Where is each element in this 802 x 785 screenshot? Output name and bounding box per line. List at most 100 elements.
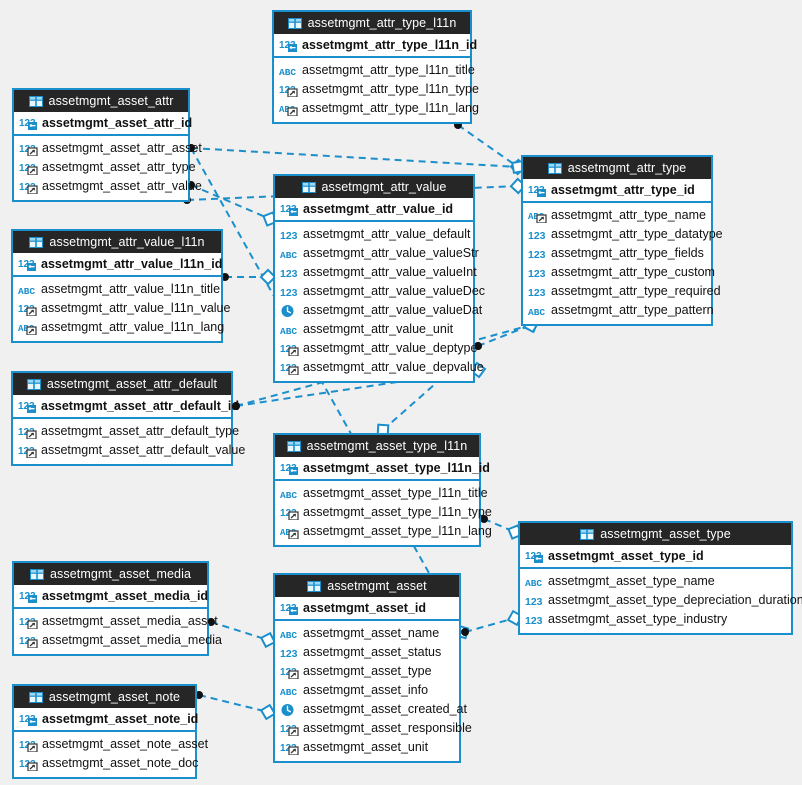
primary-key-label: assetmgmt_asset_note_id bbox=[42, 711, 199, 726]
entity-header-attr_type_l11n[interactable]: assetmgmt_attr_type_l11n bbox=[274, 12, 470, 34]
fk-number-icon: 123 bbox=[19, 738, 38, 752]
svg-text:123: 123 bbox=[18, 259, 35, 270]
primary-key-label: assetmgmt_asset_attr_id bbox=[42, 115, 193, 130]
fk-number-icon: 123 bbox=[19, 180, 38, 194]
entity-header-attr_value[interactable]: assetmgmt_attr_value bbox=[275, 176, 473, 198]
entity-header-asset_media[interactable]: assetmgmt_asset_media bbox=[14, 563, 207, 585]
entity-header-asset_note[interactable]: assetmgmt_asset_note bbox=[14, 686, 195, 708]
entity-header-asset_attr_default[interactable]: assetmgmt_asset_attr_default bbox=[13, 373, 231, 395]
relationship-rel-attr-type-l11n-to-attr-type[interactable] bbox=[454, 121, 525, 174]
relationship-rel-asset-note-to-asset[interactable] bbox=[195, 691, 277, 721]
field-label: assetmgmt_asset_type_l11n_type bbox=[303, 505, 492, 520]
field-row[interactable]: 123 assetmgmt_asset_note_asset bbox=[14, 735, 208, 754]
relationship-line bbox=[190, 184, 271, 220]
relationship-rel-asset-attr-type-to-attr-type[interactable] bbox=[187, 144, 527, 176]
entity-name-label: assetmgmt_attr_type bbox=[567, 161, 687, 175]
relationship-rel-attr-value-l11n-to-attr-value[interactable] bbox=[221, 268, 277, 286]
field-label: assetmgmt_attr_type_l11n_title bbox=[302, 63, 475, 78]
field-label: assetmgmt_asset_info bbox=[303, 683, 429, 698]
field-row[interactable]: assetmgmt_asset_created_at bbox=[275, 700, 467, 719]
field-row[interactable]: assetmgmt_attr_value_valueDat bbox=[275, 301, 482, 320]
fk-abc-icon: ABC bbox=[528, 209, 547, 223]
field-label: assetmgmt_asset_note_asset bbox=[42, 737, 209, 752]
relationship-rel-asset-to-asset-type[interactable] bbox=[461, 609, 524, 636]
entity-header-asset_attr[interactable]: assetmgmt_asset_attr bbox=[14, 90, 188, 112]
number-icon: 123 bbox=[280, 646, 299, 660]
entity-header-attr_type[interactable]: assetmgmt_attr_type bbox=[523, 157, 711, 179]
entity-header-asset_type_l11n[interactable]: assetmgmt_asset_type_l11n bbox=[275, 435, 479, 457]
field-label: assetmgmt_asset_type_l11n_title bbox=[303, 486, 488, 501]
relationship-line bbox=[457, 124, 519, 168]
entity-header-asset_type[interactable]: assetmgmt_asset_type bbox=[520, 523, 791, 545]
entity-header-asset[interactable]: assetmgmt_asset bbox=[275, 575, 459, 597]
svg-text:123: 123 bbox=[280, 268, 298, 280]
entity-header-attr_value_l11n[interactable]: assetmgmt_attr_value_l11n bbox=[13, 231, 221, 253]
abc-icon: ABC bbox=[280, 323, 299, 337]
pk-number-key-icon: 123 bbox=[18, 399, 37, 413]
